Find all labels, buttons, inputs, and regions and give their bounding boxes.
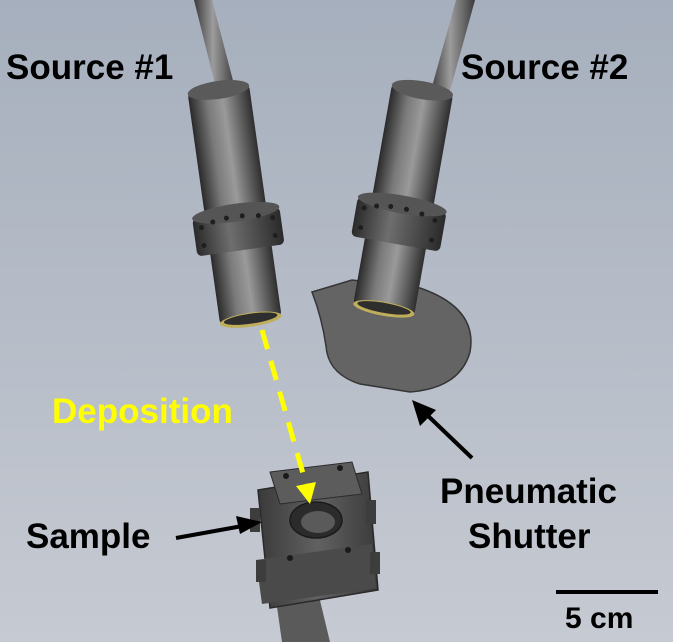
source-1-label: Source #1 [6,48,174,87]
source-2-assembly [311,0,475,393]
pneumatic-shutter-plate [311,279,472,393]
source-2-label: Source #2 [461,48,629,87]
sample-pointer-arrow [175,516,262,540]
deposition-label: Deposition [52,392,233,431]
shutter-pointer-arrow [412,400,474,460]
sample-stage [250,461,380,642]
shutter-label-line1: Pneumatic [440,472,617,511]
source-1-assembly [187,0,284,328]
scale-bar-label: 5 cm [565,602,634,635]
deposition-arrow [259,329,316,504]
shutter-label-line2: Shutter [468,517,591,556]
sample-label: Sample [26,517,151,556]
